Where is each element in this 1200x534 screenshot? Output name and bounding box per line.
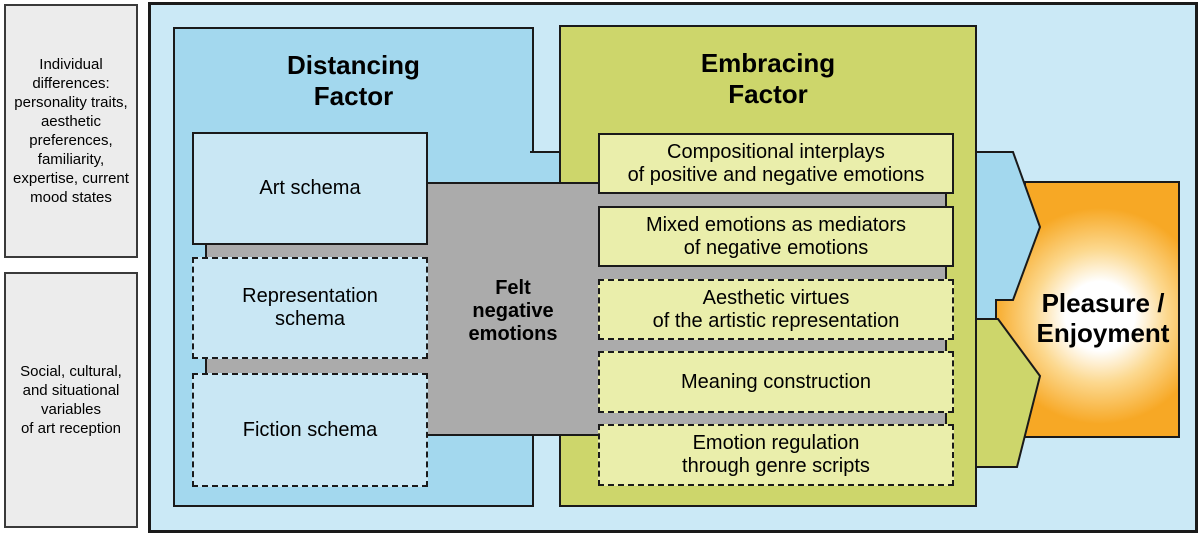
- fiction-schema-box: Fiction schema: [192, 373, 428, 487]
- compositional-interplays-box: Compositional interplays of positive and…: [598, 133, 954, 194]
- meaning-construction-box: Meaning construction: [598, 351, 954, 413]
- distancing-factor-title: Distancing Factor: [287, 50, 420, 111]
- representation-schema-box: Representation schema: [192, 257, 428, 359]
- mixed-emotions-box: Mixed emotions as mediators of negative …: [598, 206, 954, 267]
- emotion-regulation-label: Emotion regulation through genre scripts: [682, 432, 870, 477]
- pleasure-enjoyment-label: Pleasure / Enjoyment: [1036, 288, 1170, 348]
- representation-schema-label: Representation schema: [242, 285, 378, 330]
- individual-differences-panel: Individual differences: personality trai…: [4, 4, 138, 258]
- fiction-schema-label: Fiction schema: [242, 418, 378, 441]
- embracing-factor-title: Embracing Factor: [700, 48, 836, 109]
- social-cultural-text: Social, cultural, and situational variab…: [20, 363, 122, 437]
- felt-negative-emotions-label: Felt negative emotions: [468, 277, 558, 345]
- meaning-construction-label: Meaning construction: [680, 370, 872, 393]
- mixed-emotions-label: Mixed emotions as mediators of negative …: [645, 213, 907, 259]
- art-schema-label: Art schema: [259, 177, 361, 199]
- aesthetic-virtues-box: Aesthetic virtues of the artistic repres…: [598, 279, 954, 340]
- distancing-embracing-bridge: [530, 151, 561, 182]
- compositional-interplays-label: Compositional interplays of positive and…: [627, 140, 925, 186]
- social-cultural-panel: Social, cultural, and situational variab…: [4, 272, 138, 528]
- aesthetic-virtues-label: Aesthetic virtues of the artistic repres…: [652, 286, 900, 332]
- emotion-regulation-box: Emotion regulation through genre scripts: [598, 424, 954, 486]
- individual-differences-text: Individual differences: personality trai…: [13, 56, 129, 206]
- art-schema-box: Art schema: [192, 132, 428, 245]
